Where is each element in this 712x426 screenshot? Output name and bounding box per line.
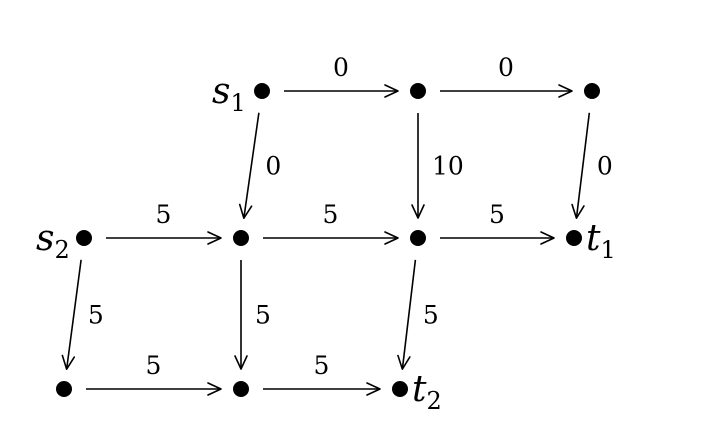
edge-line [401, 259, 417, 370]
node-dot [392, 381, 408, 397]
edge-line [65, 259, 82, 370]
edge-e-f: 5 [86, 351, 222, 396]
edge-c-f: 5 [234, 260, 271, 370]
edge-s2-c: 5 [106, 200, 222, 245]
edge-weight-label: 5 [146, 351, 162, 380]
arrowhead [558, 84, 573, 98]
edge-a-b: 0 [440, 53, 573, 98]
node-t1: t1 [566, 218, 616, 264]
node-f [233, 381, 249, 397]
edge-weight-label: 0 [333, 53, 349, 82]
node-label-main: t [412, 369, 427, 410]
node-label: s1 [212, 71, 246, 117]
node-label-subscript: 1 [230, 89, 245, 117]
edge-c-d: 5 [263, 200, 399, 245]
edge-weight-label: 5 [489, 200, 505, 229]
node-s2: s2 [36, 218, 92, 264]
edge-f-t2: 5 [263, 351, 381, 396]
node-d [410, 230, 426, 246]
node-label: t2 [412, 369, 442, 415]
edge-weight-label: 5 [323, 200, 339, 229]
node-dot [233, 381, 249, 397]
node-dot [410, 83, 426, 99]
node-label-main: s [212, 71, 230, 112]
node-label: t1 [586, 218, 616, 264]
edge-s1-a: 0 [284, 53, 399, 98]
node-dot [254, 83, 270, 99]
arrowhead [207, 382, 222, 396]
edge-weight-label: 5 [156, 200, 172, 229]
edge-d-t1: 5 [440, 200, 555, 245]
edge-s1-c: 0 [238, 112, 281, 220]
edge-weight-label: 5 [423, 300, 439, 329]
edge-weight-label: 5 [314, 351, 330, 380]
node-label-main: s [36, 218, 54, 259]
edge-weight-label: 0 [265, 151, 281, 180]
node-c [233, 230, 249, 246]
node-a [410, 83, 426, 99]
arrowhead [366, 382, 381, 396]
edge-weight-label: 0 [597, 151, 613, 180]
arrowhead [384, 84, 399, 98]
node-dot [584, 83, 600, 99]
arrowhead [397, 354, 411, 370]
edge-s2-e: 5 [61, 259, 104, 370]
arrowhead [540, 231, 555, 245]
arrowhead [61, 354, 76, 370]
node-label-subscript: 2 [54, 236, 69, 264]
edge-weight-label: 10 [432, 152, 464, 181]
arrowhead [234, 355, 248, 370]
node-label-main: t [586, 218, 601, 259]
edge-d-t2: 5 [397, 259, 439, 370]
node-label-subscript: 2 [426, 387, 441, 415]
edge-line [575, 112, 591, 219]
edge-weight-label: 5 [255, 301, 271, 330]
edge-a-d: 10 [411, 113, 464, 219]
arrowhead [571, 203, 585, 219]
node-dot [566, 230, 582, 246]
node-dot [76, 230, 92, 246]
edge-weight-label: 0 [498, 53, 514, 82]
node-b [584, 83, 600, 99]
arrowhead [207, 231, 222, 245]
node-e [56, 381, 72, 397]
arrowhead [411, 204, 425, 219]
arrowhead [238, 203, 253, 220]
arrowhead [384, 231, 399, 245]
node-dot [233, 230, 249, 246]
edge-b-t1: 0 [571, 112, 613, 219]
node-dot [56, 381, 72, 397]
edge-line [243, 112, 260, 219]
node-label-subscript: 1 [600, 236, 615, 264]
node-s1: s1 [212, 71, 270, 117]
edge-weight-label: 5 [88, 300, 104, 329]
node-label: s2 [36, 218, 70, 264]
node-t2: t2 [392, 369, 442, 415]
edges-layer: 0 0 0 10 0 5 5 5 5 5 5 5 5 [61, 53, 613, 396]
node-dot [410, 230, 426, 246]
